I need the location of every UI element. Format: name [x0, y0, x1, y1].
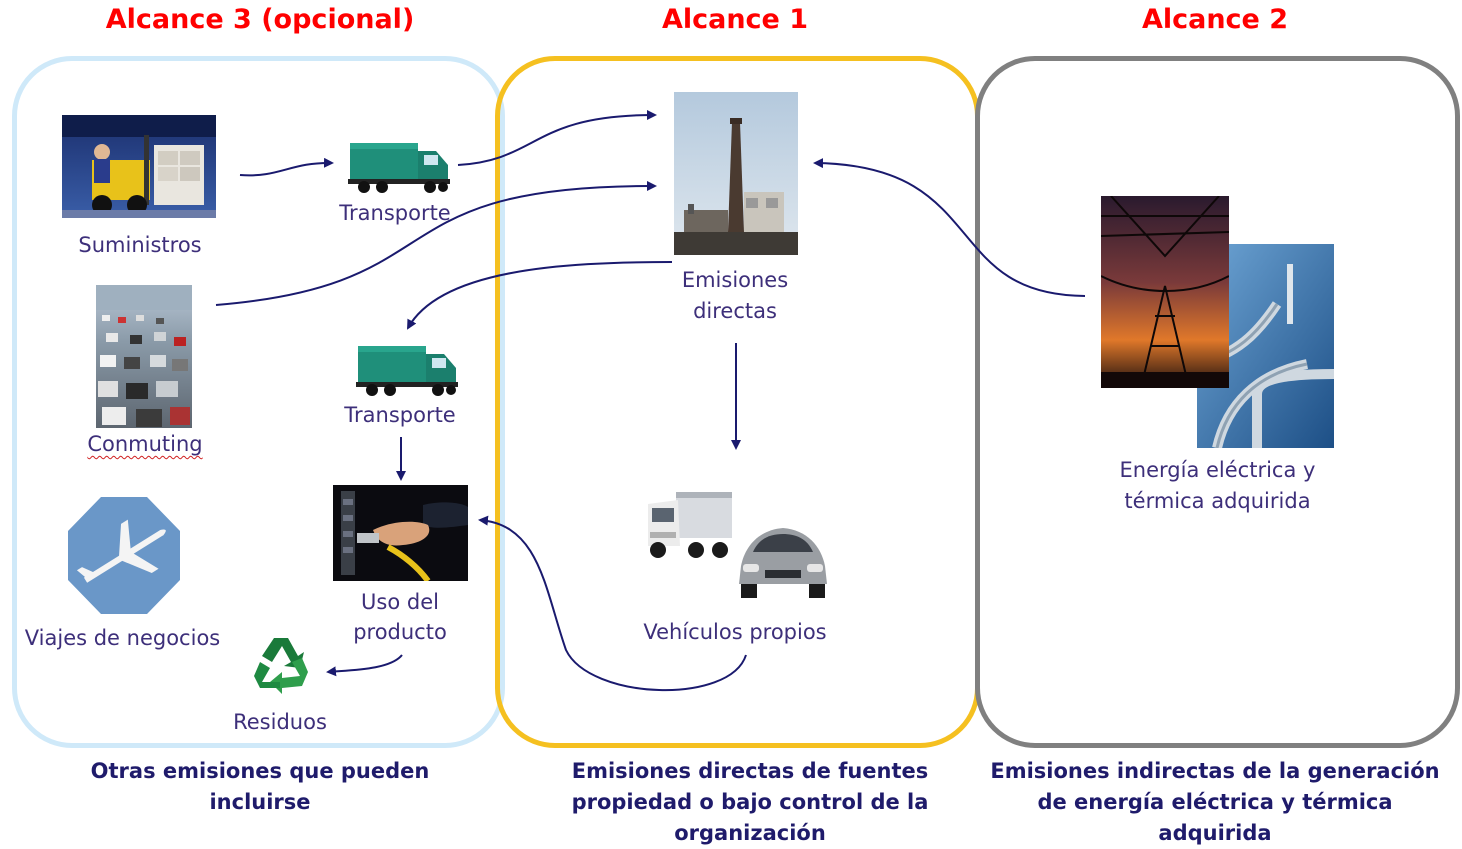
- scope-2-box: [975, 56, 1460, 748]
- power-plug-photo: [333, 485, 468, 581]
- arrow-suministros-transporte: [239, 157, 334, 177]
- viajes-label: Viajes de negocios: [24, 626, 221, 650]
- scope-1-footer: Emisiones directas de fuentes propiedad …: [571, 759, 929, 845]
- truck-photo: [646, 490, 734, 560]
- recycle-icon: [246, 632, 316, 702]
- arrow-uso-residuos: [326, 654, 403, 677]
- arrow-vehiculos-uso: [478, 515, 747, 691]
- scope-2-footer: Emisiones indirectas de la generación de…: [990, 759, 1440, 845]
- emisiones-label-line2: directas: [693, 299, 777, 323]
- arrow-emisiones-transporte: [407, 261, 673, 330]
- scope-2-title: Alcance 2: [1141, 4, 1289, 35]
- forklift-photo: [62, 115, 216, 218]
- transporte-top-label: Transporte: [339, 201, 451, 225]
- car-photo: [735, 520, 831, 602]
- energia-label-line2: térmica adquirida: [1124, 489, 1311, 513]
- traffic-photo: [96, 285, 192, 428]
- airplane-icon: [68, 497, 180, 614]
- scope-3-footer: Otras emisiones que pueden incluirse: [90, 759, 430, 814]
- energia-label-line1: Energía eléctrica y: [1119, 458, 1316, 482]
- arrow-energia-emisiones: [813, 158, 1086, 297]
- uso-del-label-line1: Uso del: [361, 590, 439, 614]
- vehiculos-label: Vehículos propios: [643, 620, 827, 644]
- emisiones-label-line1: Emisiones: [681, 268, 789, 292]
- arrow-transporte-emisiones: [457, 110, 657, 166]
- conmuting-label: Conmuting: [87, 432, 203, 456]
- transporte-mid-label: Transporte: [344, 403, 456, 427]
- uso-del-label-line2: producto: [353, 620, 447, 644]
- truck-icon: [348, 135, 452, 195]
- chimney-photo: [674, 92, 798, 255]
- truck-icon-2: [356, 338, 460, 398]
- suministros-label: Suministros: [78, 233, 202, 257]
- arrow-conmuting-emisiones: [215, 180, 657, 306]
- scope-3-box: [12, 56, 505, 748]
- scope-1-title: Alcance 1: [661, 4, 809, 35]
- residuos-label: Residuos: [233, 710, 327, 734]
- scope-3-title: Alcance 3 (opcional): [105, 4, 415, 35]
- power-lines-photo: [1101, 196, 1229, 388]
